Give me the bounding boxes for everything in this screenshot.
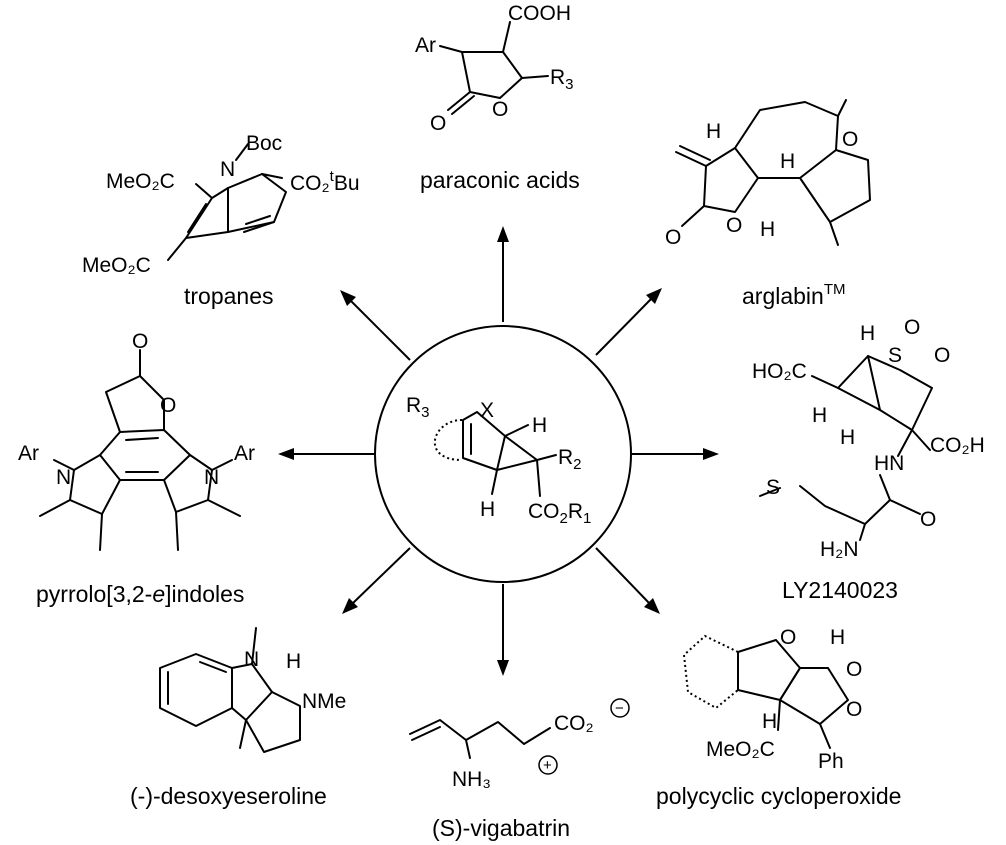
paraconic-carbonyl-o: O [430,112,446,135]
ly2140023-name: LY2140023 [782,577,898,603]
arrow-to-tropanes [340,290,411,361]
vigabatrin-co2: CO₂ [554,712,594,735]
ly-ho2c: HO₂C [752,360,807,383]
paraconic-acids-name: paraconic acids [420,167,580,193]
ly-co2h: CO₂H [930,434,985,457]
tropanes-meo2c-upper: MeO₂C [106,170,175,193]
tropanes-boc: Boc [246,132,282,155]
arglabin-h3: H [760,218,775,241]
core-circle [374,325,632,583]
compound-vigabatrin: CO₂ − NH₃ + (S)-vigabatrin [409,698,630,841]
pyrroloindoles-n-right: N [204,466,219,489]
vigabatrin-plus: + [543,757,552,774]
pyrroloindoles-name: pyrrolo[3,2-e]indoles [36,581,244,607]
cycloperoxide-meo2c: MeO₂C [706,738,775,761]
pyrroloindoles-ar-right: Ar [234,442,255,465]
arrow-to-cycloperoxide [595,547,660,614]
reaction-arrows [278,226,719,676]
pyrroloindoles-carbonyl-o: O [132,330,148,353]
central-core: R3 X H R2 H CO2R1 [374,325,632,583]
compound-desoxyeseroline: N H NMe (-)-desoxyeseroline [130,627,346,809]
core-h-top: H [532,414,547,437]
ly-hn: HN [874,452,904,475]
compound-polycyclic-cycloperoxide: O H O O H MeO₂C Ph polycyclic cycloperox… [656,626,901,809]
paraconic-r3: R3 [550,66,574,93]
compound-paraconic-acids: Ar COOH R3 O O paraconic acids [415,2,580,193]
desoxyeseroline-n: N [244,648,259,671]
compound-tropanes: Boc N MeO₂C MeO₂C CO₂tBu tropanes [82,132,360,309]
arrow-to-pyrroloindoles [278,448,374,460]
compound-arglabin: H H H O O O arglabinTM [665,99,871,309]
paraconic-ar: Ar [415,34,436,57]
core-ester-label: CO2R1 [528,500,591,527]
cycloperoxide-name: polycyclic cycloperoxide [656,783,901,809]
tropanes-meo2c-lower: MeO₂C [82,254,151,277]
tropanes-name: tropanes [184,283,274,309]
arrow-to-ly2140023 [632,448,719,460]
vigabatrin-name: (S)-vigabatrin [432,815,570,841]
ly-s-ring: S [888,344,902,367]
desoxyeseroline-nme: NMe [302,690,346,713]
vigabatrin-minus-circle [610,698,630,718]
arrow-to-paraconic-acids [497,226,509,322]
paraconic-ring-o: O [492,98,508,121]
cycloperoxide-o1: O [846,658,862,681]
tropanes-n: N [220,158,235,181]
ly-o2: O [934,344,950,367]
desoxyeseroline-h: H [286,650,301,673]
cycloperoxide-ph: Ph [818,750,844,773]
vigabatrin-minus: − [615,700,624,717]
cycloperoxide-furan-o: O [780,626,796,649]
ly-amide-o: O [920,508,936,531]
ly-s-methyl: S [766,476,780,499]
compound-pyrroloindoles: O O Ar N Ar N pyrrolo[3,2-e]indoles [18,330,255,607]
vigabatrin-plus-circle [538,755,558,775]
arrow-to-arglabin [595,288,662,356]
cycloperoxide-h1: H [830,626,845,649]
vigabatrin-nh3: NH₃ [452,768,491,791]
ly-h2: H [812,404,827,427]
arglabin-name: arglabinTM [742,281,846,309]
compound-ly2140023: H S O O HO₂C H H CO₂H HN S O H₂N LY21400… [752,316,985,603]
core-r2-label: R2 [558,446,582,473]
cycloperoxide-h2: H [762,710,777,733]
arrow-to-vigabatrin [497,584,509,676]
tropanes-co2tbu: CO₂tBu [290,168,360,195]
arglabin-h1: H [706,120,721,143]
ly-h1: H [860,322,875,345]
pyrroloindoles-ar-left: Ar [18,442,39,465]
arglabin-epoxide-o: O [842,128,858,151]
cycloperoxide-o2: O [846,698,862,721]
paraconic-cooh: COOH [508,2,571,25]
arglabin-h2: H [780,150,795,173]
core-x-label: X [480,399,494,422]
core-h-bottom: H [480,498,495,521]
arrow-to-desoxyeseroline [342,547,411,614]
ly-h2n: H₂N [820,538,858,561]
ly-o1: O [904,316,920,339]
core-structure [433,411,557,497]
core-r3-label: R3 [406,394,430,421]
pyrroloindoles-ring-o: O [160,394,176,417]
arglabin-ring-o: O [726,214,742,237]
arglabin-carbonyl-o: O [665,226,681,249]
ly-h3: H [840,426,855,449]
pyrroloindoles-n-left: N [56,466,71,489]
desoxyeseroline-name: (-)-desoxyeseroline [130,783,327,809]
